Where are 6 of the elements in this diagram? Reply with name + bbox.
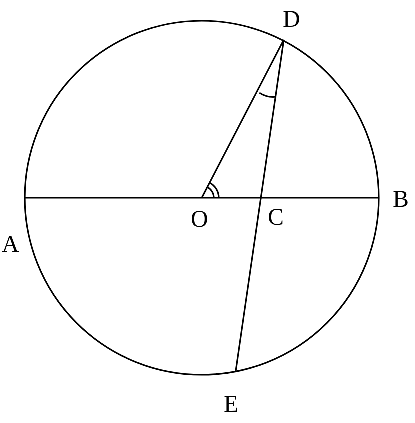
point-label: B <box>393 188 410 212</box>
point-label: A <box>2 233 20 257</box>
point-label: D <box>283 8 300 32</box>
point-label: E <box>224 393 239 417</box>
point-label: C <box>268 206 284 230</box>
point-label: O <box>191 208 208 232</box>
